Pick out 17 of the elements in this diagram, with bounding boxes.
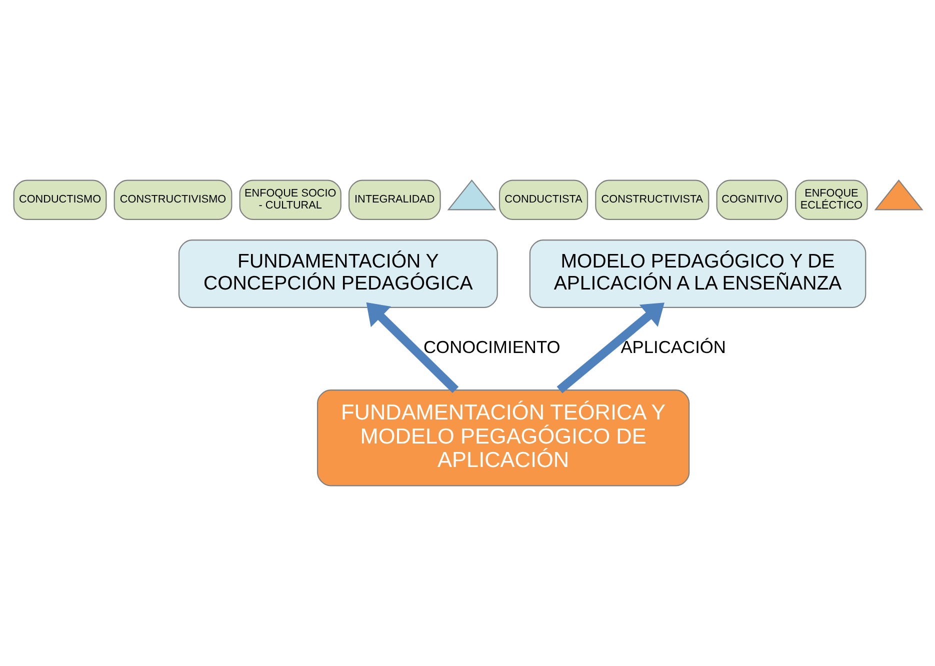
node-box: CONDUCTISTA — [498, 180, 588, 220]
node-triangle — [874, 179, 923, 210]
arrow — [556, 302, 664, 394]
node-box: ENFOQUE ECLÉCTICO — [794, 180, 868, 220]
node-box: FUNDAMENTACIÓN TEÓRICA Y MODELO PEGAGÓGICO DE APLICACIÓN — [316, 390, 690, 486]
edge-label: APLICACIÓN — [620, 336, 726, 357]
arrow — [366, 302, 458, 394]
edge-label: CONOCIMIENTO — [423, 336, 560, 357]
node-box: CONSTRUCTIVISMO — [113, 180, 232, 220]
node-box: MODELO PEDAGÓGICO Y DE APLICACIÓN A LA ENSEÑANZA — [528, 240, 866, 308]
node-box: INTEGRALIDAD — [348, 180, 440, 220]
node-box: COGNITIVO — [716, 180, 788, 220]
node-box: FUNDAMENTACIÓN Y CONCEPCIÓN PEDAGÓGICA — [178, 240, 498, 308]
node-box: CONSTRUCTIVISTA — [594, 180, 709, 220]
node-box: CONDUCTISMO — [12, 180, 106, 220]
node-triangle — [446, 179, 496, 210]
node-box: ENFOQUE SOCIO - CULTURAL — [238, 180, 341, 220]
